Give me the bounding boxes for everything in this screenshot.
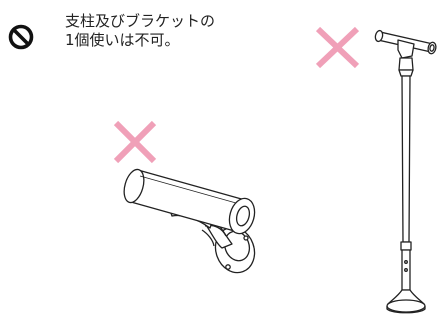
post-with-bracket: [374, 29, 437, 314]
notice-text: 支柱及びブラケットの 1個使いは不可。: [65, 12, 265, 50]
notice-line-2: 1個使いは不可。: [65, 31, 180, 49]
cross-mark-bracket: [113, 120, 157, 164]
notice-line-1: 支柱及びブラケットの: [65, 12, 216, 30]
cross-mark-post: [315, 26, 360, 69]
prohibition-icon: [8, 24, 34, 50]
bracket-with-rail: [123, 168, 256, 274]
